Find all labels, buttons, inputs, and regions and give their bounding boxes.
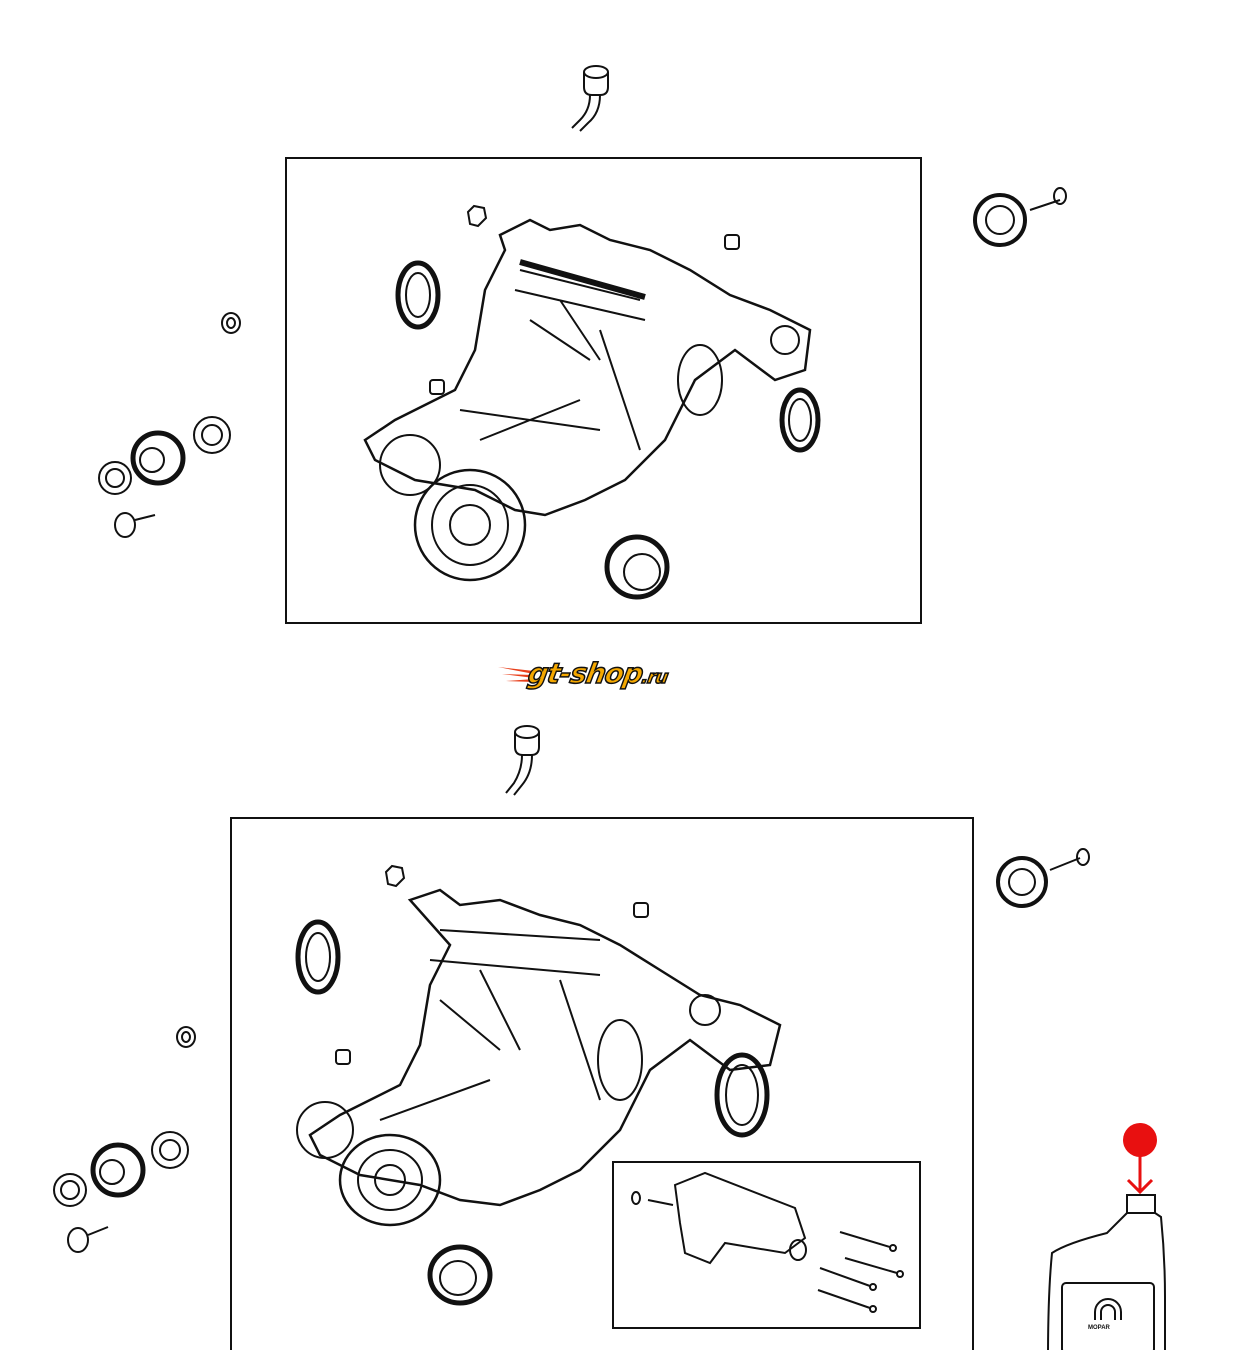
plug-top bbox=[429, 234, 740, 395]
vent-tube-bottom bbox=[505, 725, 540, 796]
fluid-bottle bbox=[1047, 1194, 1166, 1350]
marker-pointer bbox=[1123, 1123, 1157, 1195]
bushing-front-top bbox=[98, 416, 231, 538]
axle-seal-left-top bbox=[395, 260, 441, 330]
bottom-assembly-frame bbox=[230, 817, 974, 1350]
axle-seal-left-bottom bbox=[295, 919, 341, 995]
pinion-seal-top bbox=[604, 534, 670, 600]
top-assembly-frame bbox=[285, 157, 922, 624]
axle-seal-right-bottom bbox=[714, 1052, 770, 1138]
differential-housing-bottom bbox=[296, 888, 782, 1227]
speed-streaks-icon bbox=[498, 667, 534, 682]
watermark-text: gt-shop.ru bbox=[524, 656, 671, 696]
watermark-main: gt-shop bbox=[525, 656, 646, 691]
actuator-inset-frame bbox=[612, 1161, 921, 1329]
bushing-rear-top bbox=[973, 187, 1067, 247]
bushing-rear-bottom bbox=[996, 848, 1090, 908]
actuator-bolts bbox=[817, 1231, 904, 1313]
plug-bottom bbox=[335, 902, 649, 1065]
axle-seal-right-top bbox=[779, 387, 821, 453]
clip-bottom bbox=[384, 864, 406, 888]
vent-tube-top bbox=[571, 65, 609, 132]
nut-top bbox=[221, 312, 241, 334]
locker-actuator bbox=[631, 1171, 807, 1265]
watermark-suffix: .ru bbox=[639, 666, 670, 689]
watermark-logo: gt-shop.ru bbox=[498, 656, 738, 692]
nut-bottom bbox=[176, 1026, 196, 1048]
clip-top bbox=[466, 204, 488, 228]
pinion-seal-bottom bbox=[427, 1244, 493, 1306]
bushing-front-bottom bbox=[53, 1131, 189, 1253]
differential-housing-top bbox=[363, 218, 812, 582]
bottle-brand-label: MOPAR bbox=[1088, 1325, 1110, 1331]
